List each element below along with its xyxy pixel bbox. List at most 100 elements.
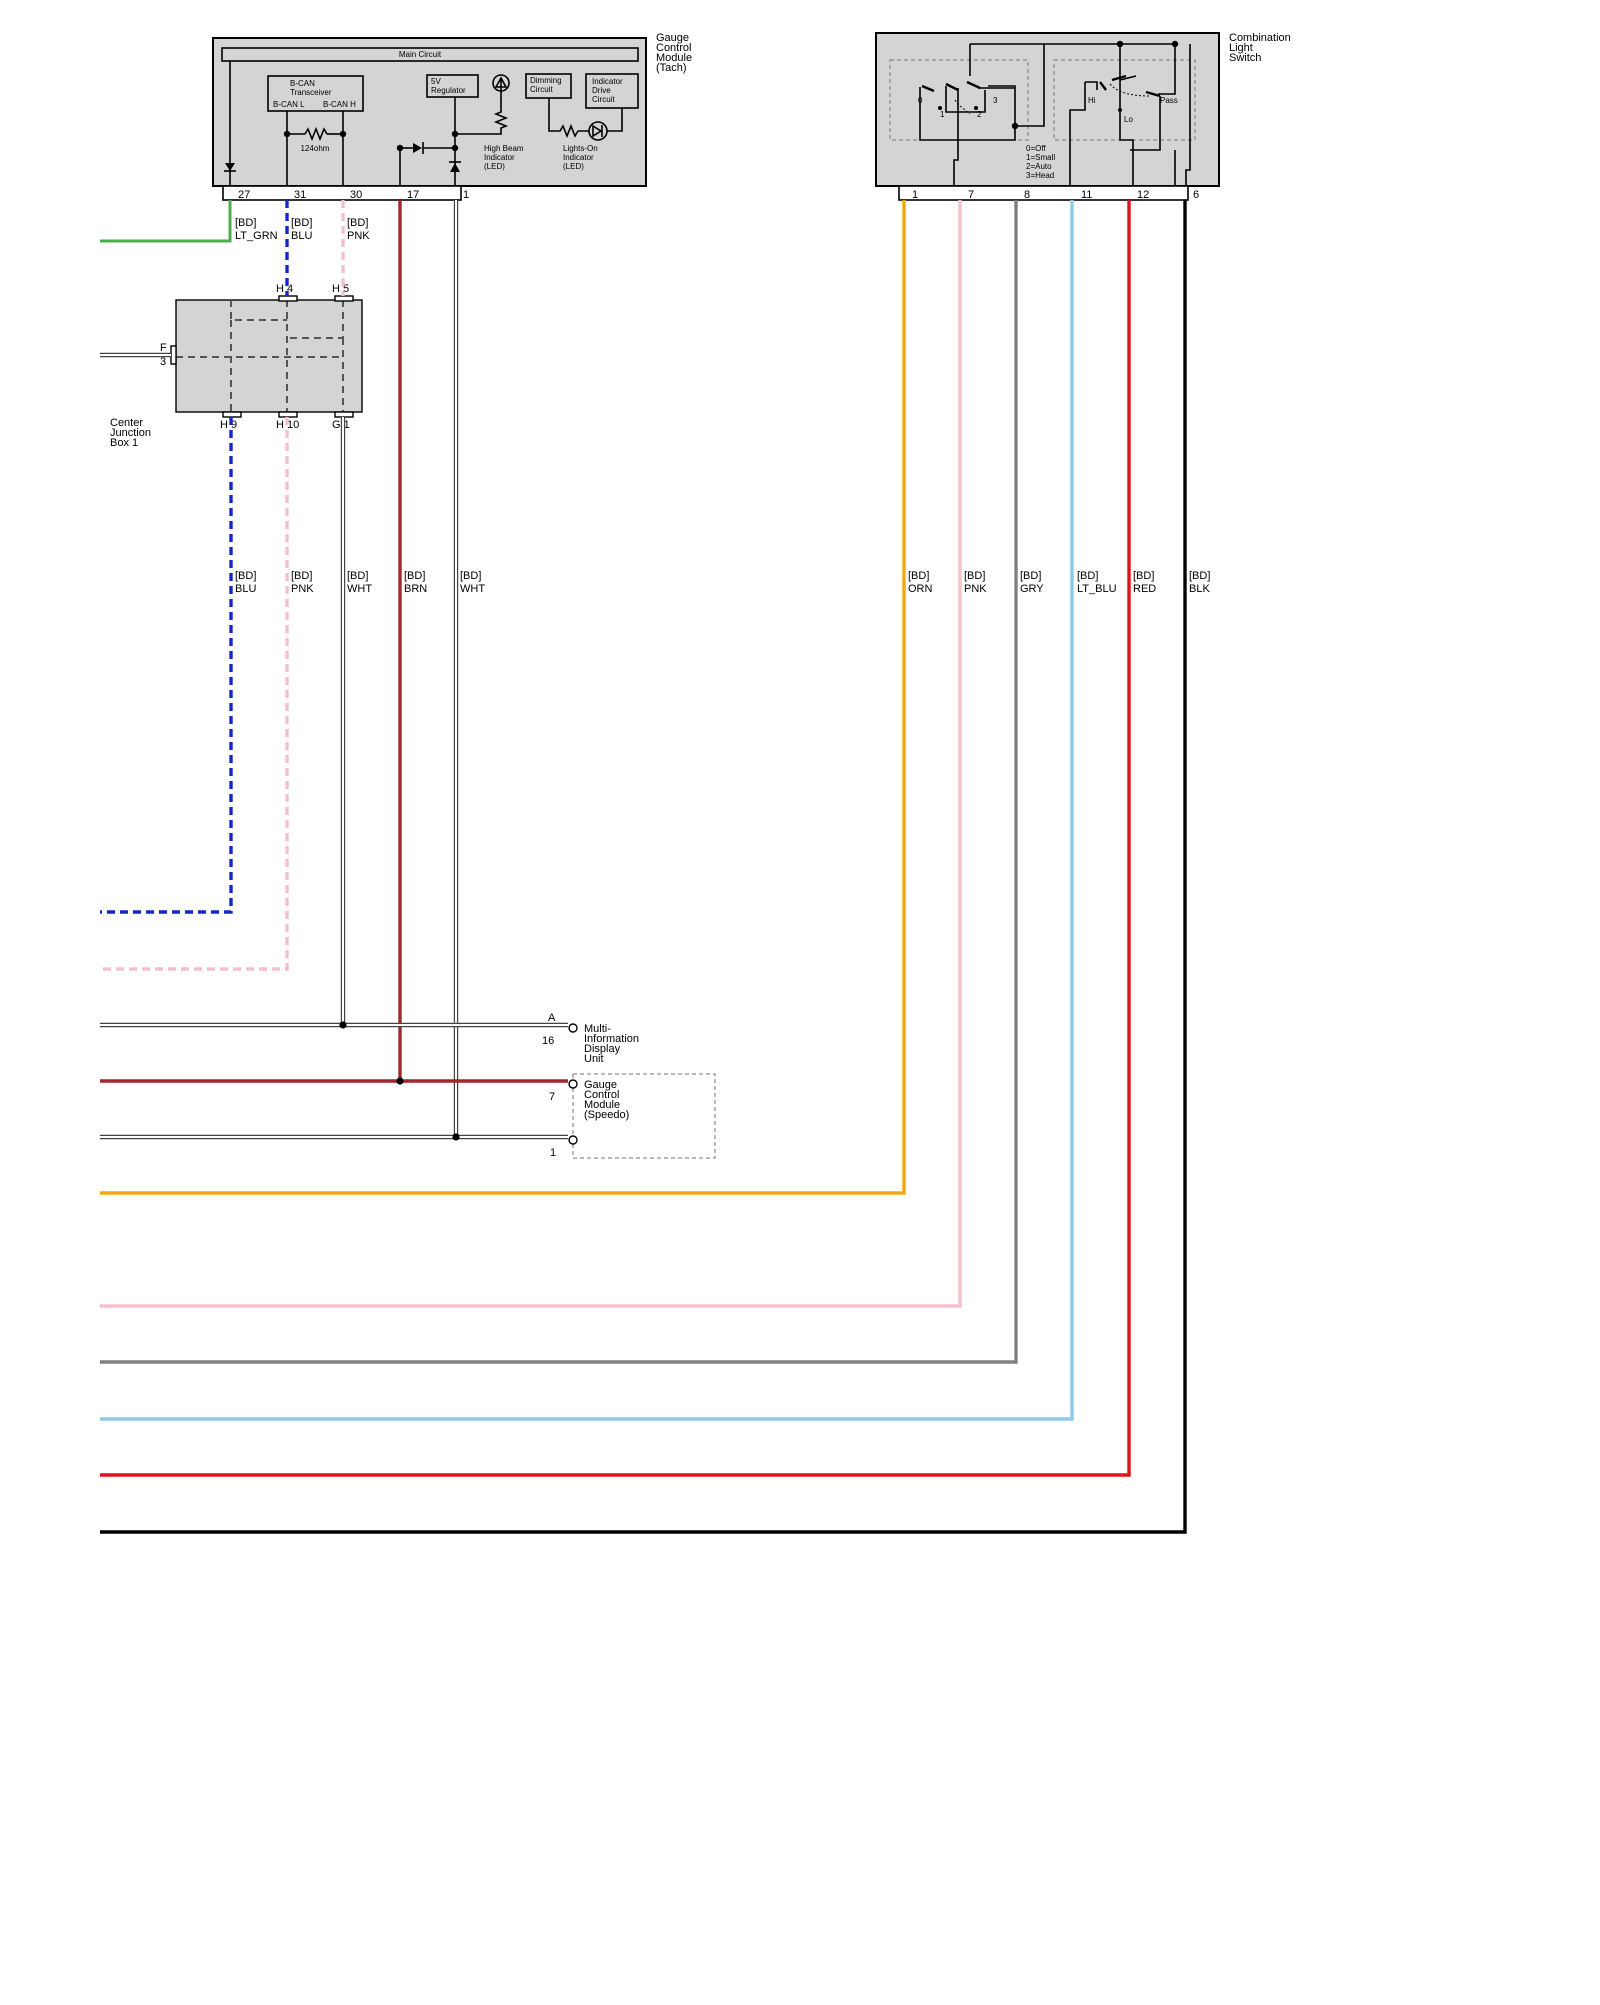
high-beam-line-1: High Beam: [484, 144, 524, 153]
wire-label-top-color: PNK: [347, 230, 370, 242]
tach-pin-17: 17: [407, 189, 419, 201]
combination-light-switch[interactable]: 0 1 2 3 Hi Lo Pass 0=Off 1=Small 2=Auto …: [875, 32, 1291, 201]
lights-on-line-1: Lights-On: [563, 144, 598, 153]
wire-label-mid-color: BLK: [1189, 583, 1210, 595]
speedo-title-1: Gauge: [584, 1079, 617, 1091]
mid-title-3: Display: [584, 1043, 621, 1055]
speedo-title-4: (Speedo): [584, 1109, 629, 1121]
wire-label-top-code: [BD]: [235, 217, 256, 229]
regulator-line-1: 5V: [431, 77, 441, 86]
high-beam-line-2: Indicator: [484, 153, 515, 162]
wire-label-mid-code: [BD]: [460, 570, 481, 582]
wire-label-mid-code: [BD]: [1020, 570, 1041, 582]
jb-title-3: Box 1: [110, 437, 138, 449]
bcan-l-label: B-CAN L: [273, 100, 305, 109]
wire-label-mid-color: BRN: [404, 583, 427, 595]
combo-title-1: Combination: [1229, 32, 1291, 44]
jb-connector-h4: H 4: [276, 283, 293, 295]
wire-lt-grn: [100, 200, 232, 243]
jb-connector-h5: H 5: [332, 283, 349, 295]
combo-switch-connector: [898, 185, 1189, 201]
wire-label-mid-color: WHT: [460, 583, 485, 595]
resistor-label: 124ohm: [301, 144, 330, 153]
wire-label-mid-color: BLU: [235, 583, 256, 595]
wire-label-mid-code: [BD]: [1077, 570, 1098, 582]
junction-dot-brn: [396, 1077, 404, 1085]
combo-pin-11: 11: [1081, 189, 1092, 201]
gauge-tach-connector: [222, 185, 462, 201]
switch-pos-hi: Hi: [1088, 96, 1096, 105]
bcan-h-label: B-CAN H: [323, 100, 356, 109]
wire-labels-top: [BD] LT_GRN [BD] BLU [BD] PNK: [235, 217, 370, 242]
gauge-tach-title-3: Module: [656, 52, 692, 64]
wire-lt-blu: [100, 200, 1074, 1421]
wire-label-mid-code: [BD]: [404, 570, 425, 582]
gauge-control-module-speedo[interactable]: 7 1 Gauge Control Module (Speedo): [549, 1073, 716, 1159]
center-junction-box-1[interactable]: H 4 H 5 F 3 H 9 H 10 G 1 Center Junction…: [110, 283, 363, 449]
combo-pin-1: 1: [912, 189, 918, 201]
dimming-line-2: Circuit: [530, 85, 553, 94]
speedo-pin-7: 7: [549, 1091, 555, 1103]
speedo-title-2: Control: [584, 1089, 619, 1101]
wire-label-top-color: BLU: [291, 230, 312, 242]
wire-labels-mid: [BD] BLU [BD] PNK [BD] WHT [BD] BRN [BD]…: [235, 570, 1210, 595]
switch-legend-3: 3=Head: [1026, 171, 1054, 180]
jb-connector-3: 3: [160, 356, 166, 368]
indicator-line-2: Drive: [592, 86, 611, 95]
wire-label-mid-color: PNK: [964, 583, 987, 595]
main-circuit-label: Main Circuit: [399, 50, 442, 59]
wire-label-mid-code: [BD]: [1133, 570, 1154, 582]
speedo-terminal-7-icon: [568, 1079, 578, 1089]
switch-legend-1: 1=Small: [1026, 153, 1055, 162]
jb-title-1: Center: [110, 417, 143, 429]
regulator-5v-block: [426, 74, 479, 98]
wire-label-mid-code: [BD]: [235, 570, 256, 582]
dimming-line-1: Dimming: [530, 76, 562, 85]
switch-pos-1: 1: [940, 110, 945, 119]
wire-gry: [100, 200, 1018, 1364]
switch-pos-0: 0: [918, 96, 923, 105]
lights-on-line-2: Indicator: [563, 153, 594, 162]
wire-label-top-code: [BD]: [291, 217, 312, 229]
switch-pos-2: 2: [977, 110, 982, 119]
diode-icon: [225, 163, 235, 171]
wire-label-mid-code: [BD]: [908, 570, 929, 582]
switch-pos-lo: Lo: [1124, 115, 1133, 124]
combo-pin-8: 8: [1024, 189, 1030, 201]
regulator-line-2: Regulator: [431, 86, 466, 95]
tach-pin-30: 30: [350, 189, 362, 201]
wire-label-mid-color: WHT: [347, 583, 372, 595]
switch-pos-pass: Pass: [1160, 96, 1178, 105]
wire-label-top-color: LT_GRN: [235, 230, 278, 242]
diode-pin17-icon: [413, 143, 422, 153]
gauge-control-module-tach[interactable]: Main Circuit B-CAN Transceiver B-CAN L B…: [212, 32, 692, 201]
mid-title-4: Unit: [584, 1053, 604, 1065]
bcan-title-line-2: Transceiver: [290, 88, 332, 97]
jb-connector-f: F: [160, 342, 167, 354]
wire-red: [100, 200, 1131, 1477]
wire-orn: [100, 200, 906, 1195]
diode-pin1-icon: [450, 163, 460, 172]
gauge-tach-title-4: (Tach): [656, 62, 687, 74]
wire-label-mid-color: ORN: [908, 583, 933, 595]
mid-title-1: Multi-: [584, 1023, 611, 1035]
wires: [100, 200, 1187, 1534]
wire-label-mid-code: [BD]: [291, 570, 312, 582]
bcan-transceiver-block: [267, 75, 364, 112]
multi-information-display-unit[interactable]: A 16 Multi- Information Display Unit: [542, 1012, 639, 1065]
speedo-title-3: Module: [584, 1099, 620, 1111]
wire-label-mid-color: LT_BLU: [1077, 583, 1117, 595]
wire-label-mid-code: [BD]: [1189, 570, 1210, 582]
indicator-line-1: Indicator: [592, 77, 623, 86]
mid-title-2: Information: [584, 1033, 639, 1045]
wire-label-mid-code: [BD]: [347, 570, 368, 582]
switch-pos-3: 3: [993, 96, 998, 105]
main-circuit-block: [221, 47, 639, 62]
wire-blk: [100, 200, 1187, 1534]
wire-blu-lower: [100, 417, 233, 914]
junction-dot-wht-speedo: [452, 1133, 460, 1141]
bcan-title-line-1: B-CAN: [290, 79, 315, 88]
junction-dot-wht: [339, 1021, 347, 1029]
wire-label-mid-code: [BD]: [964, 570, 985, 582]
